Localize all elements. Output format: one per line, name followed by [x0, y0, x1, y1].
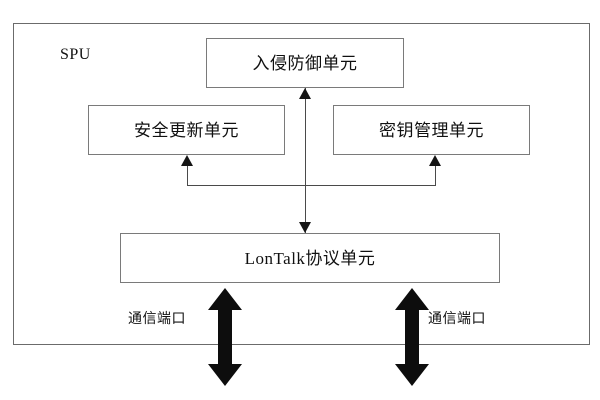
connector-bus-horizontal-line	[187, 185, 436, 186]
connector-bus-right-arrowhead-up-icon	[429, 155, 441, 166]
intrusion-prevention-unit-label: 入侵防御单元	[252, 53, 358, 73]
spu-enclosure	[13, 23, 590, 345]
connector-ips-lontalk-arrowhead-down-icon	[299, 222, 311, 233]
lontalk-protocol-unit-label: LonTalk协议单元	[244, 248, 376, 268]
key-management-unit-label: 密钥管理单元	[379, 120, 484, 140]
security-update-unit-label: 安全更新单元	[134, 120, 239, 140]
connector-bus-left-riser-line	[187, 166, 188, 185]
lontalk-protocol-unit-box: LonTalk协议单元	[120, 233, 500, 283]
key-management-unit-box: 密钥管理单元	[333, 105, 530, 155]
spu-title-label: SPU	[60, 46, 91, 63]
connector-bus-left-arrowhead-up-icon	[181, 155, 193, 166]
connector-ips-lontalk-line	[305, 88, 306, 233]
connector-bus-right-riser-line	[435, 166, 436, 185]
right-communication-port-label: 通信端口	[428, 312, 486, 327]
right-communication-port-arrow-icon	[394, 288, 430, 386]
intrusion-prevention-unit-box: 入侵防御单元	[206, 38, 404, 88]
left-communication-port-label: 通信端口	[128, 312, 186, 327]
left-communication-port-arrow-icon	[207, 288, 243, 386]
security-update-unit-box: 安全更新单元	[88, 105, 285, 155]
connector-ips-lontalk-arrowhead-up-icon	[299, 88, 311, 99]
